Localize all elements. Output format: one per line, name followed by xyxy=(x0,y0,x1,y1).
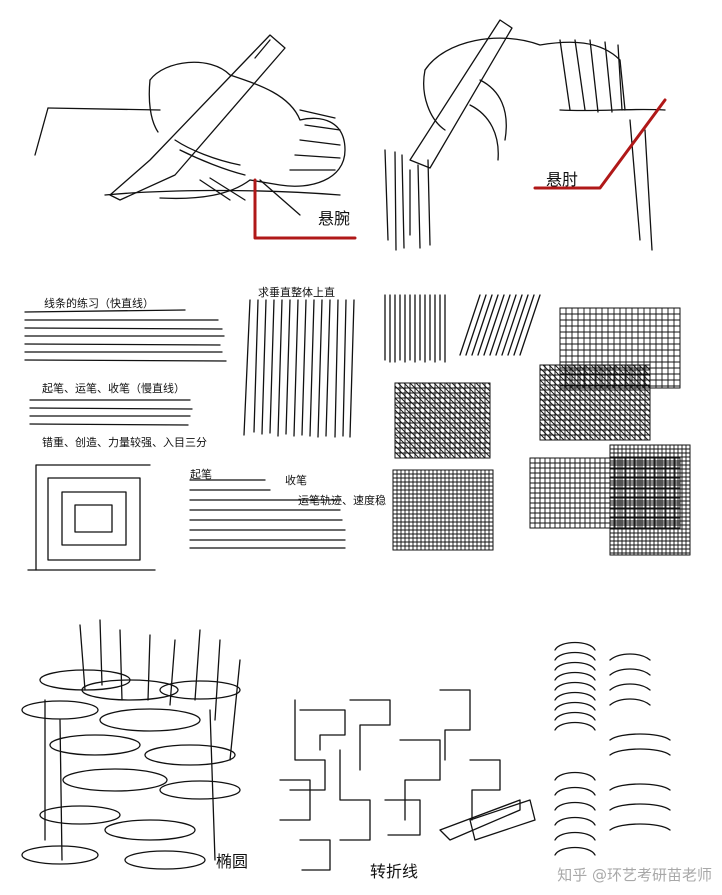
overlap-lines-label: 错重、创造、力量较强、入目三分 xyxy=(42,436,207,449)
wrist-label: 悬腕 xyxy=(318,209,351,228)
elbow-label: 悬肘 xyxy=(546,170,579,189)
elbow-pointer-line xyxy=(533,98,667,190)
wrist-pointer-line xyxy=(253,178,357,240)
crosshatch-dense-upper xyxy=(394,382,491,459)
fast-lines-exercise xyxy=(24,309,346,571)
start-stroke-label: 起笔 xyxy=(190,468,212,481)
hand-wrist-illustration xyxy=(34,34,346,216)
crosshatch-dense-lower xyxy=(392,469,494,551)
watermark: 知乎 @环艺考研苗老师 xyxy=(557,866,712,884)
ellipse-exercise xyxy=(21,619,241,870)
vertical-lines-exercise xyxy=(243,299,355,438)
polyline-label: 转折线 xyxy=(370,862,419,881)
vertical-lines-label: 求垂直整体上直 xyxy=(258,286,335,299)
slow-lines-label: 起笔、运笔、收笔（慢直线） xyxy=(42,382,185,395)
fast-lines-label: 线条的练习（快直线） xyxy=(44,297,154,310)
ellipse-label: 椭圆 xyxy=(216,852,249,871)
layered-hatching-panels xyxy=(529,307,691,556)
polyline-exercise xyxy=(279,689,536,871)
arc-stroke-exercise xyxy=(554,641,671,856)
stroke-notes-label: 运笔轨迹、速度稳 xyxy=(298,494,386,507)
hand-elbow-illustration xyxy=(384,19,666,251)
stop-stroke-label: 收笔 xyxy=(285,474,307,487)
hatching-exercise xyxy=(384,294,541,363)
